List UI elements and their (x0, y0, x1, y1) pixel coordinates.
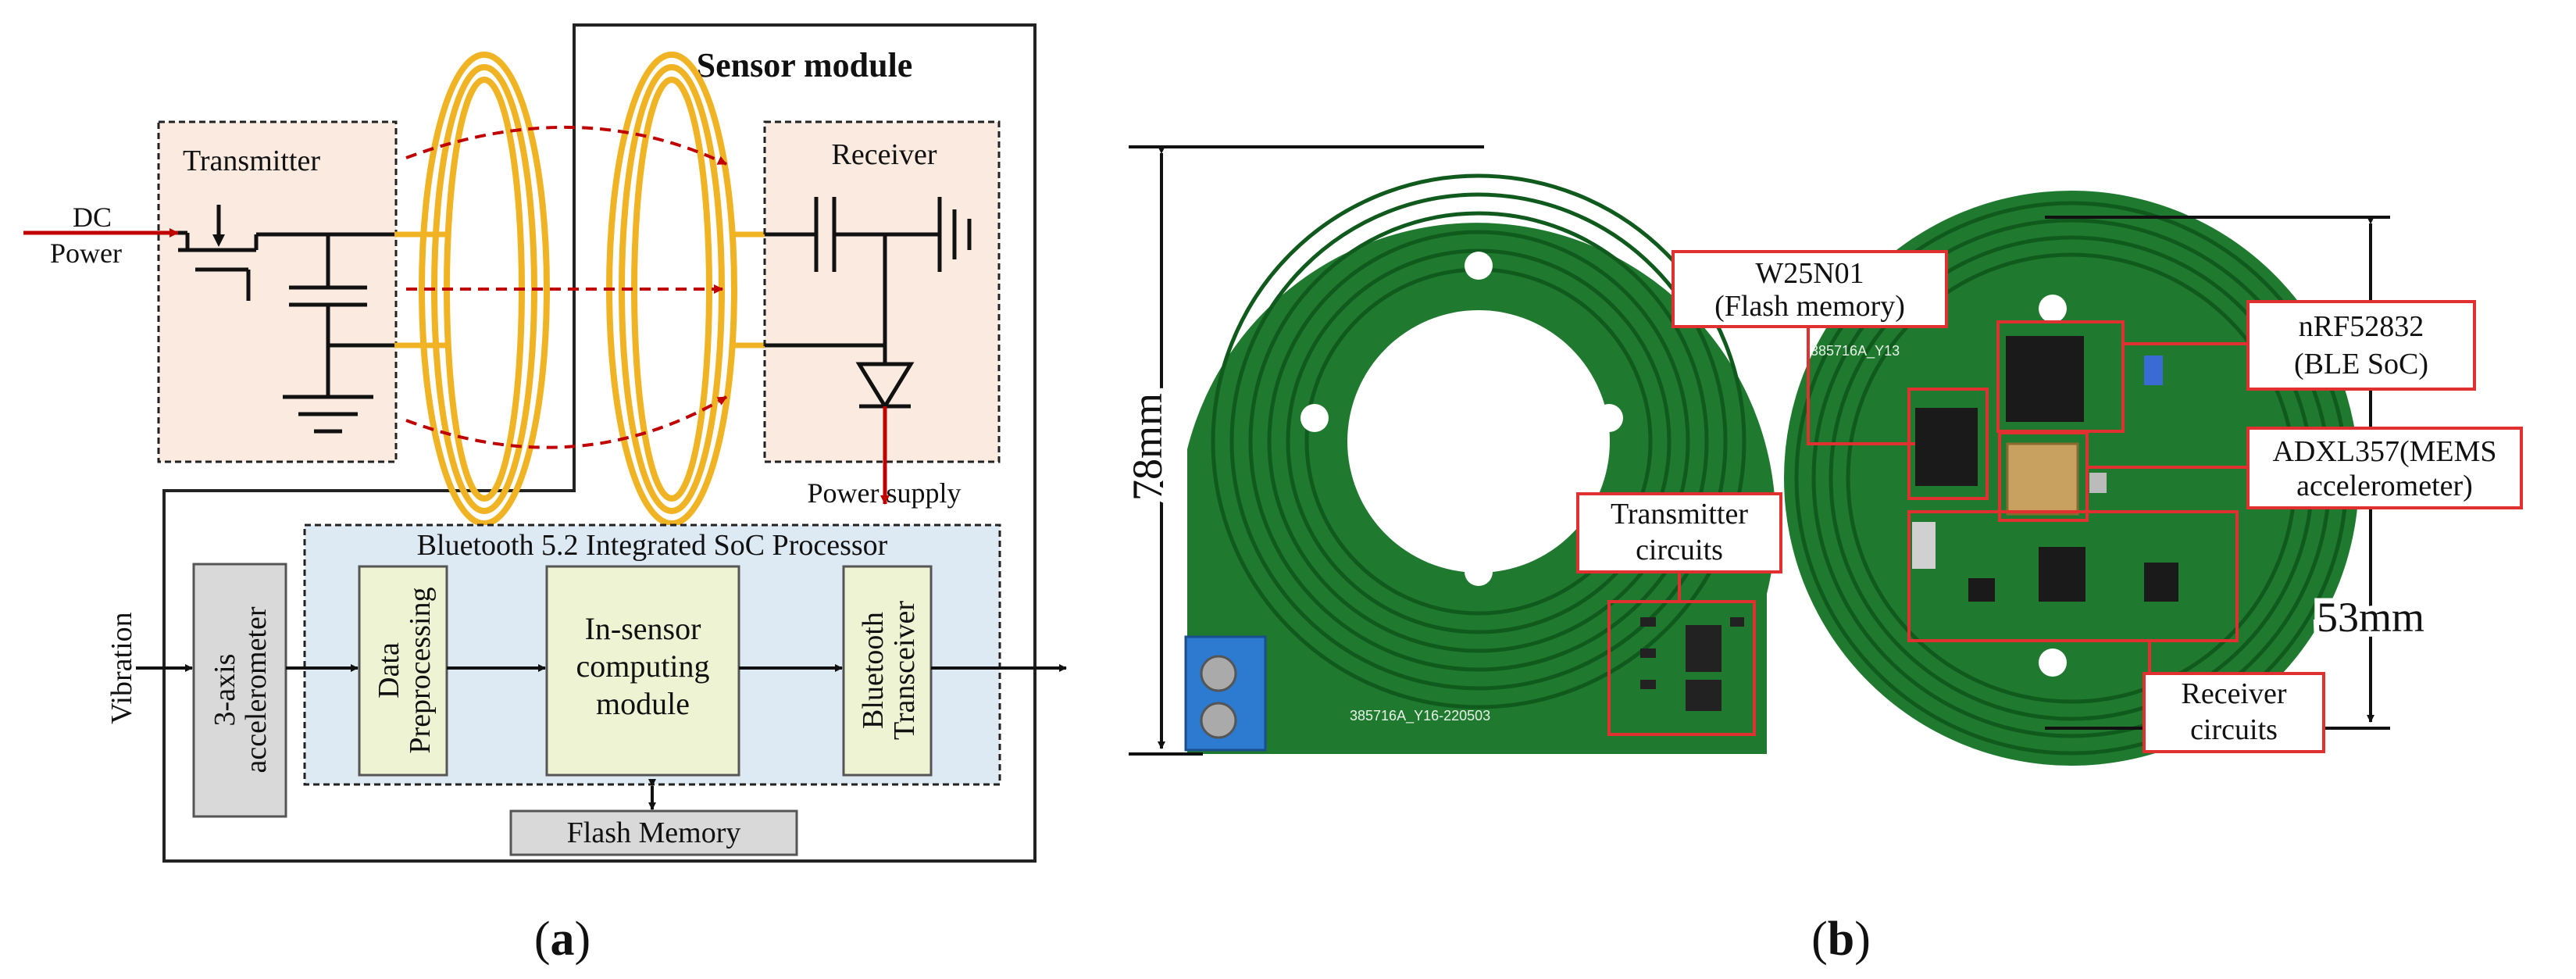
center-hole (1347, 310, 1610, 573)
power-label: Power (50, 238, 122, 269)
panel-b-letter: b (1828, 913, 1854, 966)
panel-a-letter: a (551, 913, 575, 966)
panel-b-label: (b) (1811, 913, 1871, 966)
silk-left: 385716A_Y16-220503 (1350, 708, 1490, 724)
receiver-label: Receiver (831, 138, 937, 171)
transmitter-label: Transmitter (183, 145, 320, 177)
in-sensor-computing-box (545, 565, 740, 777)
capacitor-ground (283, 234, 394, 434)
soc-title: Bluetooth 5.2 Integrated SoC Processor (417, 529, 888, 562)
adxl-line1: ADXL357(MEMS (2272, 435, 2496, 468)
data-preprocessing-line1: Data (373, 642, 405, 699)
w25n01-line2: (Flash memory) (1714, 290, 1905, 323)
transmitter-components (1640, 617, 1744, 711)
accelerometer-line2: accelerometer (240, 606, 273, 773)
accelerometer-box (192, 563, 287, 818)
diode-symbol (855, 362, 915, 410)
dim-78-lines (1129, 145, 1484, 756)
receiver-components (1912, 336, 2178, 602)
power-supply-label: Power supply (808, 477, 962, 509)
adxl-line2: accelerometer) (2296, 470, 2473, 502)
panel-a: Sensor module Transmitter DC Power (23, 23, 1067, 966)
receiver-box (763, 120, 1001, 463)
bluetooth-line2: Transceiver (888, 601, 921, 740)
in-sensor-line2: computing (576, 648, 709, 684)
in-sensor-line1: In-sensor (585, 611, 701, 646)
transistor-symbol (178, 205, 394, 301)
receiver-circuit (765, 197, 972, 409)
dim-53-label: 53mm (2317, 594, 2424, 641)
data-preprocessing-line2: Preprocessing (404, 587, 437, 753)
in-sensor-line3: module (596, 686, 690, 721)
sensor-module-title: Sensor module (697, 46, 913, 84)
nrf-line1: nRF52832 (2299, 310, 2424, 343)
dim-78-label: 78mm (1124, 393, 1171, 501)
nrf-line2: (BLE SoC) (2294, 348, 2428, 381)
vibration-label: Vibration (105, 612, 138, 724)
receiver-circuits-line1: Receiver (2181, 677, 2286, 710)
transmitter-box (157, 120, 398, 463)
dc-label: DC (73, 202, 112, 233)
flash-memory-box (509, 809, 798, 856)
flash-memory-label: Flash Memory (567, 816, 741, 849)
silk-right: 385716A_Y13 (1811, 343, 1900, 359)
accelerometer-line1: 3-axis (209, 654, 241, 727)
transmitter-circuits-line2: circuits (1636, 534, 1723, 566)
panel-a-label: (a) (534, 913, 590, 966)
callout-lines (1576, 250, 2523, 753)
magnetic-field-lines (405, 125, 728, 449)
panel-b: 385716A_Y16-220503 385716A_Y13 (1119, 145, 2523, 966)
data-preprocessing-box (358, 565, 448, 777)
transmitter-circuits-line1: Transmitter (1611, 498, 1748, 531)
w25n01-line1: W25N01 (1755, 257, 1864, 290)
bluetooth-transceiver-box (842, 565, 933, 777)
receiver-circuits-line2: circuits (2190, 713, 2278, 746)
bluetooth-line1: Bluetooth (857, 612, 890, 729)
sensor-module-outline (162, 23, 1036, 863)
